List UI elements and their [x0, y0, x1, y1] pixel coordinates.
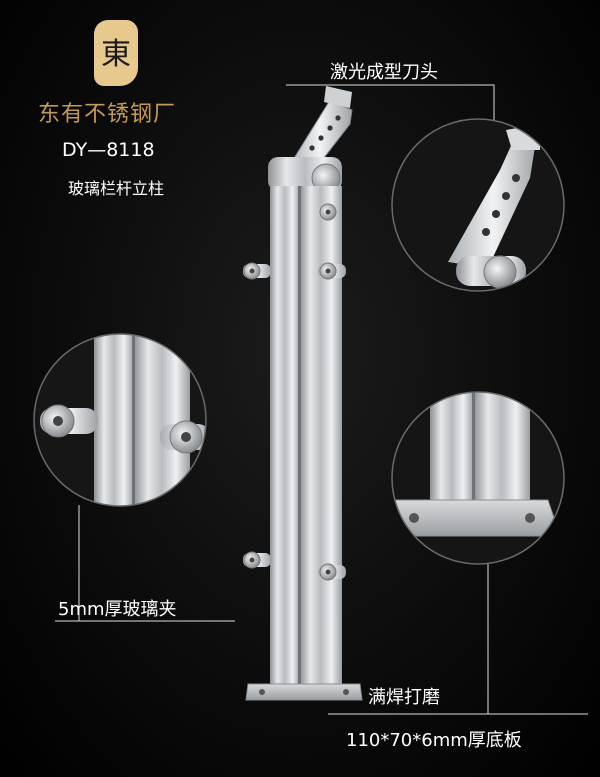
brand-seal-icon: 東: [101, 37, 131, 72]
detail-glass-clamp: [33, 333, 207, 507]
railing-post: [243, 86, 363, 701]
callout-base-plate: 110*70*6mm厚底板: [346, 730, 522, 751]
brand-logo: 東: [94, 20, 138, 86]
callout-glass-clamp: 5mm厚玻璃夹: [58, 599, 177, 620]
svg-text:東: 東: [101, 37, 131, 72]
detail-laser-blade: [391, 118, 565, 292]
detail-base-plate: [391, 391, 565, 565]
product-name: 玻璃栏杆立柱: [68, 179, 165, 198]
brand-name: 东有不锈钢厂: [38, 102, 177, 127]
callout-full-weld: 满焊打磨: [368, 687, 440, 708]
model-number: DY—8118: [62, 139, 155, 161]
laser-leader-line: [286, 84, 495, 122]
callout-laser-blade: 激光成型刀头: [330, 62, 438, 83]
